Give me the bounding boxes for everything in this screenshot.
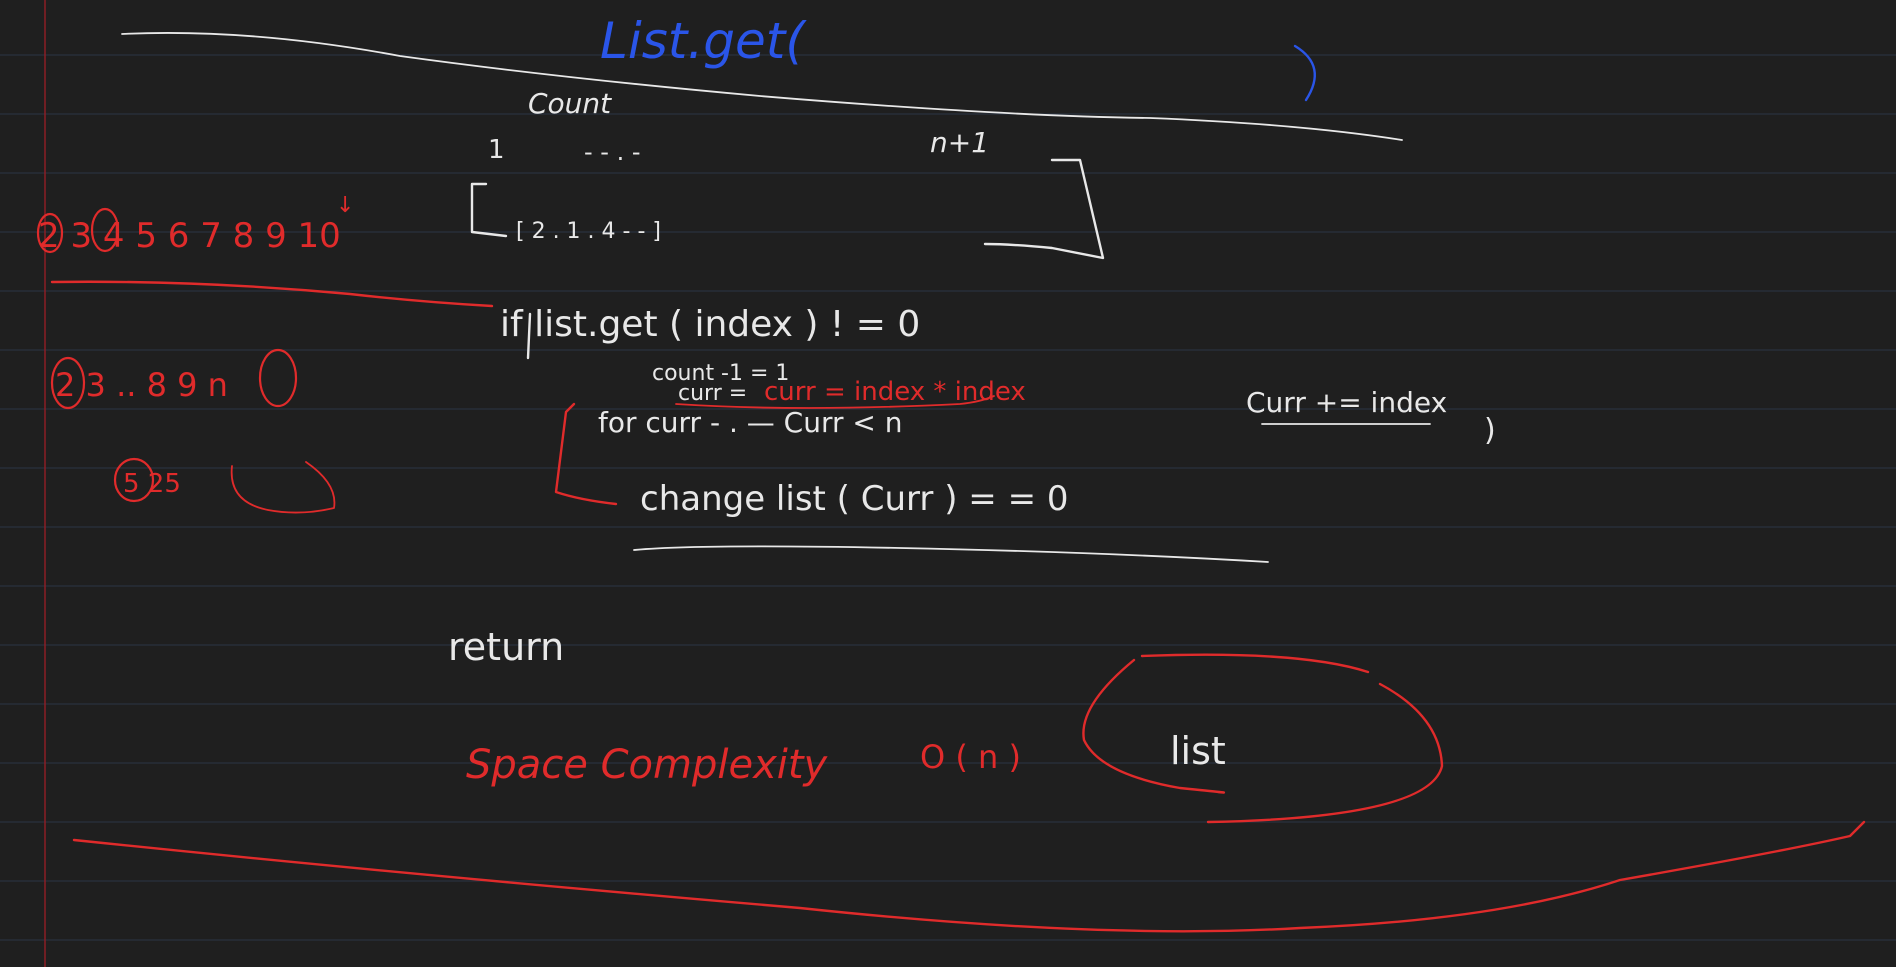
red-strike-underline bbox=[675, 395, 995, 409]
change-underline bbox=[633, 545, 1269, 563]
circled-list-label: list bbox=[1170, 729, 1226, 773]
for-close-paren: ) bbox=[1484, 413, 1496, 448]
index-range-start: 1 bbox=[488, 135, 505, 165]
red-loop-bracket bbox=[554, 402, 618, 506]
red-sequence-top-text: 2 3 4 5 6 7 8 9 10 bbox=[38, 216, 341, 256]
if-line: if list.get ( index ) ! = 0 bbox=[500, 304, 920, 345]
array-literal: [ 2 . 1 . 4 - - ] bbox=[516, 219, 661, 244]
big-o: O ( n ) bbox=[920, 738, 1021, 776]
red-sequence-mid: 2 3 .. 8 9 n bbox=[50, 348, 298, 410]
space-complexity: Space Complexity bbox=[466, 742, 829, 788]
count-decrement: count -1 = 1 bbox=[652, 361, 789, 386]
array-open-bracket bbox=[470, 182, 508, 238]
list-circle bbox=[1082, 653, 1444, 824]
red-sequence-low-text: 5 25 bbox=[123, 469, 181, 499]
count-label: Count bbox=[528, 87, 612, 120]
red-replace: curr = index * index bbox=[764, 377, 1026, 407]
change-line: change list ( Curr ) = = 0 bbox=[640, 479, 1069, 519]
index-range-dashes: - - . - bbox=[584, 138, 641, 166]
for-increment: Curr += index bbox=[1246, 386, 1447, 419]
heading-text: List.get( bbox=[600, 12, 807, 70]
red-sequence-mid-text: 2 3 .. 8 9 n bbox=[55, 366, 228, 404]
red-arrow-mark: ↓ bbox=[336, 193, 354, 218]
red-sequence-top: 2 3 4 5 6 7 8 9 10 ↓ bbox=[36, 193, 354, 256]
return-label: return bbox=[448, 625, 564, 669]
if-divider-stroke bbox=[526, 312, 532, 360]
top-sweep-line bbox=[121, 32, 1403, 141]
heading-list-get: List.get( bbox=[600, 12, 1316, 102]
array-close-bracket bbox=[983, 158, 1105, 260]
red-sequence-low: 5 25 bbox=[113, 457, 336, 514]
index-range-end: n+1 bbox=[930, 126, 989, 159]
red-replace-base: curr = bbox=[678, 381, 747, 406]
heading-close-paren bbox=[1293, 44, 1316, 102]
bottom-red-swoop bbox=[72, 820, 1866, 933]
red-underline-top bbox=[50, 280, 494, 308]
for-line: for curr - . — Curr < n bbox=[598, 406, 903, 439]
